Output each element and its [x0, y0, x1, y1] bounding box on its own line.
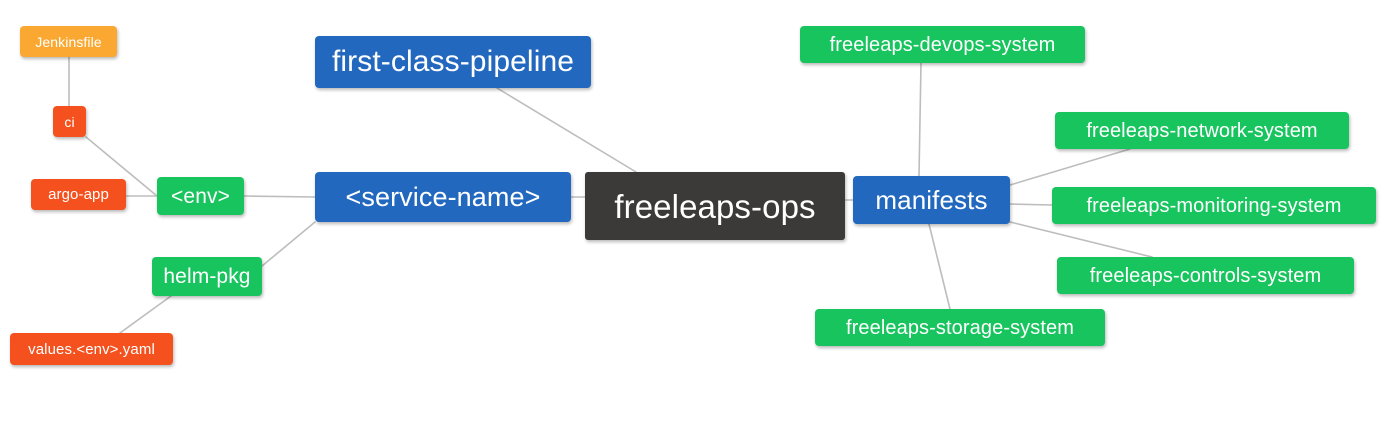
node-label: manifests [875, 185, 988, 215]
mindmap-node-freeleaps-monitoring-system[interactable]: freeleaps-monitoring-system [1052, 187, 1376, 224]
node-label: freeleaps-ops [614, 187, 816, 225]
mindmap-node-env[interactable]: <env> [157, 177, 244, 215]
node-label: freeleaps-controls-system [1089, 264, 1322, 287]
mindmap-node-manifests[interactable]: manifests [853, 176, 1010, 224]
mindmap-node-first-class-pipeline[interactable]: first-class-pipeline [315, 36, 591, 88]
mindmap-node-freeleaps-devops-system[interactable]: freeleaps-devops-system [800, 26, 1085, 63]
mindmap-node-helm-pkg[interactable]: helm-pkg [152, 257, 262, 296]
mindmap-node-freeleaps-storage-system[interactable]: freeleaps-storage-system [815, 309, 1105, 346]
edge-manifests-to-freeleaps-storage-system [928, 223, 951, 310]
mindmap-node-freeleaps-ops[interactable]: freeleaps-ops [585, 172, 845, 240]
mindmap-node-freeleaps-network-system[interactable]: freeleaps-network-system [1055, 112, 1349, 149]
edge-helm-pkg-to-values-env-yaml [119, 295, 172, 334]
mindmap-node-values-env-yaml[interactable]: values.<env>.yaml [10, 333, 173, 365]
node-label: helm-pkg [163, 265, 251, 288]
node-label: ci [64, 113, 75, 130]
node-label: <env> [171, 184, 230, 208]
node-label: Jenkinsfile [35, 33, 102, 50]
edge-manifests-to-freeleaps-monitoring-system [1009, 203, 1053, 206]
node-label: first-class-pipeline [331, 45, 575, 78]
edge-first-class-pipeline-to-freeleaps-ops [496, 87, 637, 173]
node-label: freeleaps-devops-system [829, 33, 1056, 56]
edge-manifests-to-freeleaps-devops-system [918, 62, 922, 177]
mindmap-node-argo-app[interactable]: argo-app [31, 179, 126, 210]
node-label: values.<env>.yaml [28, 340, 155, 358]
node-label: freeleaps-monitoring-system [1086, 194, 1342, 217]
mindmap-node-jenkinsfile[interactable]: Jenkinsfile [20, 26, 117, 57]
mindmap-node-ci[interactable]: ci [53, 106, 86, 137]
edge-manifests-to-freeleaps-controls-system [1009, 221, 1153, 258]
edge-service-name-to-helm-pkg [261, 221, 316, 267]
mindmap-node-freeleaps-controls-system[interactable]: freeleaps-controls-system [1057, 257, 1354, 294]
node-label: freeleaps-network-system [1086, 119, 1318, 142]
node-label: argo-app [48, 186, 109, 203]
edge-env-to-service-name [243, 195, 316, 198]
node-label: <service-name> [345, 181, 541, 212]
mindmap-node-service-name[interactable]: <service-name> [315, 172, 571, 222]
node-label: freeleaps-storage-system [845, 316, 1075, 339]
edge-manifests-to-freeleaps-network-system [1009, 148, 1131, 186]
